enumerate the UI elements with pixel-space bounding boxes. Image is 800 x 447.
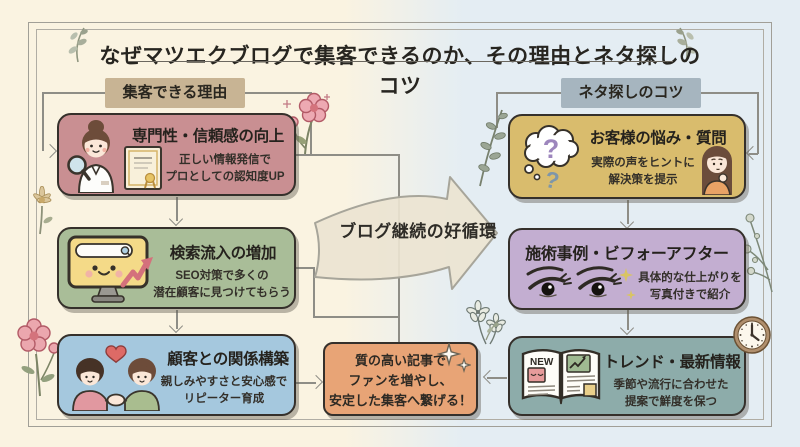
box-desc-line: 写真付きで紹介: [649, 289, 731, 302]
connector-line: [42, 92, 44, 151]
box-desc-line: 潜在顧客に見つけてもらう: [153, 287, 291, 300]
title-underline: [128, 61, 673, 62]
connector-line: [749, 153, 758, 155]
eucalyptus-branch-icon: [474, 104, 508, 188]
leaf-sprig-icon: [64, 24, 90, 64]
beige-flower-icon: [24, 186, 60, 236]
cycle-label: ブログ継続の好循環: [339, 222, 497, 241]
question-thought-bubble-icon: ? ?: [516, 125, 596, 191]
box-desc-line: 具体的な仕上がりを: [638, 272, 742, 284]
magazine-icon: NEW: [518, 346, 604, 408]
connector-line: [313, 267, 315, 317]
tip-box-concerns: ? ? お客様の悩み・質問 実際の声をヒントに 解決策を提示: [508, 114, 746, 199]
tip-box-trends: NEW トレンド・最新情報 季節や流行に合わせた 提案で鮮度を保つ: [508, 336, 746, 416]
connector-line: [627, 200, 629, 224]
arrowhead-down: [168, 211, 184, 227]
box-title: 顧客との関係構築: [167, 351, 289, 368]
beautician-magnifier-icon: [65, 119, 127, 193]
thinking-woman-icon: [694, 139, 740, 195]
certificate-icon: [123, 145, 163, 191]
connector-line: [295, 267, 314, 269]
tip-box-cases: 施術事例・ビフォーアフター 具体的な仕上がりを 写真付きで紹介: [508, 228, 746, 310]
reason-box-expertise: 専門性・信頼感の向上 正しい情報発信で プロとしての認知度UP: [57, 113, 296, 196]
new-label: NEW: [530, 357, 554, 368]
box-desc-line: 提案で鮮度を保つ: [625, 396, 717, 409]
arrowhead-right: [42, 143, 58, 159]
clock-icon: [731, 314, 773, 356]
arrowhead-down: [168, 318, 184, 334]
connector-line: [296, 382, 316, 384]
box-desc: 正しい情報発信で プロとしての認知度UP: [159, 152, 291, 187]
arrowhead-down: [619, 214, 635, 230]
connector-line: [627, 310, 629, 330]
box-desc-line: 正しい情報発信で: [179, 154, 271, 166]
box-desc-line: リピーター育成: [183, 393, 265, 406]
box-desc: SEO対策で多くの 潜在顧客に見つけてもらう: [151, 268, 293, 303]
cycle-arrow-icon: [303, 163, 503, 303]
connector-line: [313, 316, 399, 318]
reason-box-relationship: 顧客との関係構築 親しみやすさと安心感で リピーター育成: [57, 334, 296, 416]
monitor-search-growth-icon: [67, 235, 155, 305]
box-title: トレンド・最新情報: [603, 354, 741, 371]
box-desc: 実際の声をヒントに 解決策を提示: [584, 155, 702, 190]
arrowhead-left: [482, 369, 498, 385]
connector-line: [757, 92, 759, 154]
box-desc: 親しみやすさと安心感で リピーター育成: [155, 374, 293, 409]
reason-box-search: 検索流入の増加 SEO対策で多くの 潜在顧客に見つけてもらう: [57, 227, 296, 309]
box-desc: 具体的な仕上がりを 写真付きで紹介: [638, 270, 742, 305]
connector-line: [700, 92, 758, 94]
goal-text: 質の高い記事で ファンを増やし、 安定した集客へ繋げる！: [325, 351, 476, 411]
box-desc-line: 季節や流行に合わせた: [613, 379, 729, 391]
connector-line: [496, 92, 498, 128]
left-section-header: 集客できる理由: [105, 78, 245, 108]
right-section-header: ネタ探しのコツ: [561, 78, 701, 108]
leaf-sprig-icon: [674, 24, 700, 64]
box-title: 専門性・信頼感の向上: [131, 128, 284, 145]
connector-line: [176, 310, 178, 329]
goal-line: ファンを増やし、: [348, 372, 453, 388]
sparkles-icon: [437, 343, 471, 373]
box-title: 施術事例・ビフォーアフター: [525, 246, 729, 263]
box-desc-line: SEO対策で多くの: [175, 270, 269, 282]
eyelash-eyes-icon: [518, 264, 638, 306]
box-title: お客様の悩み・質問: [589, 130, 727, 147]
page-title: なぜマツエクブログで集客できるのか、その理由とネタ探しのコツ: [99, 44, 701, 99]
box-title: 検索流入の増加: [169, 245, 277, 262]
connector-line: [42, 92, 105, 94]
goal-box: 質の高い記事で ファンを増やし、 安定した集客へ繋げる！: [323, 342, 478, 416]
connector-line: [487, 377, 507, 379]
connector-line: [496, 92, 561, 94]
box-desc-line: 解決策を提示: [608, 174, 678, 187]
handshake-heart-icon: [65, 339, 167, 411]
question-mark: ?: [542, 166, 561, 191]
connector-line: [245, 92, 311, 94]
connector-line: [295, 154, 399, 156]
arrowhead-down: [619, 320, 635, 336]
connector-line: [176, 197, 178, 221]
goal-line: 安定した集客へ繋げる！: [328, 392, 472, 408]
box-desc-line: プロとしての認知度UP: [165, 171, 285, 184]
box-desc: 季節や流行に合わせた 提案で鮮度を保つ: [598, 377, 744, 412]
arrowhead-right: [308, 374, 324, 390]
box-desc-line: 親しみやすさと安心感で: [160, 376, 288, 388]
goal-line: 質の高い記事で: [354, 353, 446, 368]
berry-branch-icon: [742, 210, 778, 294]
pink-flower-icon: [14, 314, 64, 398]
box-desc-line: 実際の声をヒントに: [591, 157, 695, 169]
question-mark: ?: [543, 134, 560, 164]
leaf-sprig-icon: [482, 318, 502, 342]
